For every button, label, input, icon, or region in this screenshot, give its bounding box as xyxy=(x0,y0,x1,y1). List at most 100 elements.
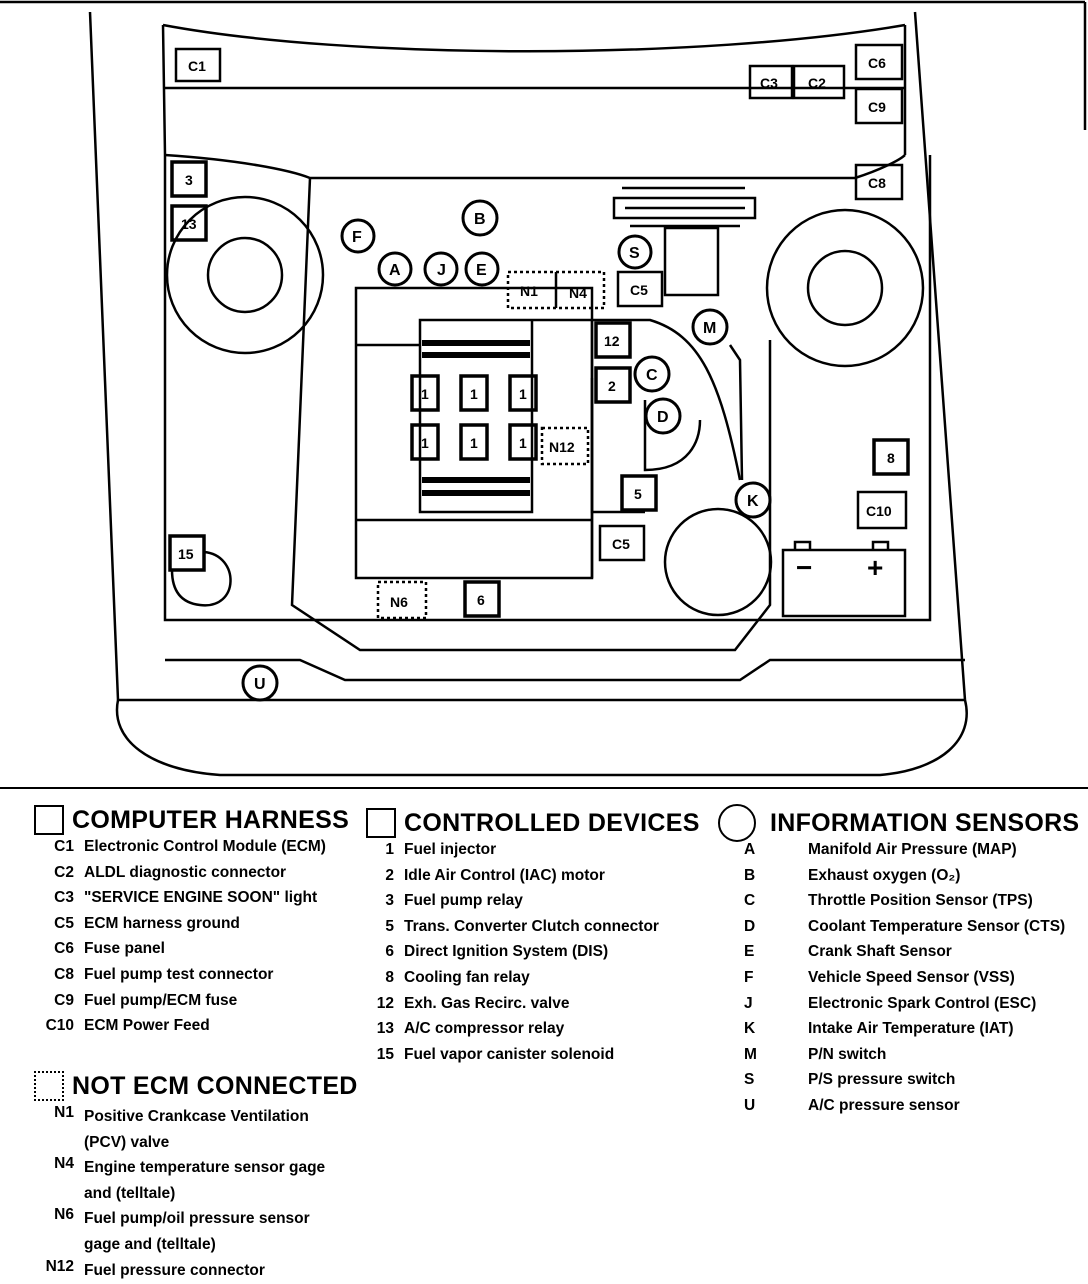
device-2-label: 2 xyxy=(608,378,616,394)
not-ecm-n12 xyxy=(540,426,590,466)
not-ecm-n4 xyxy=(554,270,606,310)
list-item: N1 Positive Crankcase Ventilation (PCV) v… xyxy=(34,1104,358,1155)
sensor-u xyxy=(241,664,279,702)
battery xyxy=(781,548,907,618)
device-1-injector xyxy=(459,374,489,412)
engine-cooling-fins xyxy=(422,340,530,496)
item-code: F xyxy=(744,968,754,986)
inner-left-wall xyxy=(161,24,907,156)
item-code: N1 xyxy=(54,1104,74,1121)
hood-line xyxy=(162,23,906,53)
air-filter-housing xyxy=(663,507,773,617)
connector-c8-label: C8 xyxy=(868,175,886,191)
device-1-injector xyxy=(508,374,538,412)
information-sensors-title: INFORMATION SENSORS xyxy=(770,808,1080,837)
sensor-k xyxy=(734,481,772,519)
item-label: Fuel pump/ECM fuse xyxy=(84,991,238,1009)
item-code: B xyxy=(744,866,756,884)
item-label: ALDL diagnostic connector xyxy=(84,863,287,881)
controlled-devices-title: CONTROLLED DEVICES xyxy=(404,808,700,837)
device-5-label: 5 xyxy=(634,486,642,502)
sensor-c xyxy=(633,355,671,393)
item-code: N12 xyxy=(45,1257,74,1275)
item-code: C6 xyxy=(54,940,74,958)
item-label: Crank Shaft Sensor xyxy=(808,943,952,961)
sensor-s xyxy=(617,234,653,270)
item-code: K xyxy=(744,1020,756,1038)
item-label: Fuse panel xyxy=(84,940,165,958)
left-shock-tower-outer xyxy=(165,195,325,355)
list-item: C1 Electronic Control Module (ECM) xyxy=(34,838,349,864)
item-label: Coolant Temperature Sensor (CTS) xyxy=(808,917,1066,935)
sensor-s-label: S xyxy=(629,245,640,262)
item-label: ECM harness ground xyxy=(84,914,240,932)
item-label: Idle Air Control (IAC) motor xyxy=(404,866,605,884)
sensor-b xyxy=(461,199,499,237)
item-label: Electronic Control Module (ECM) xyxy=(84,838,326,855)
sensor-e-label: E xyxy=(476,262,487,279)
engine-details xyxy=(356,318,594,578)
item-code: 13 xyxy=(376,1020,394,1038)
not-ecm-n6 xyxy=(376,580,428,620)
right-shock-tower-outer xyxy=(765,208,925,368)
connector-c10 xyxy=(856,490,908,530)
connector-c9 xyxy=(854,87,904,125)
item-label: Exh. Gas Recirc. valve xyxy=(404,994,570,1012)
list-item: C6 Fuse panel xyxy=(34,940,349,966)
sensor-d-label: D xyxy=(657,409,669,426)
lower-rail xyxy=(165,658,965,682)
item-label: P/N switch xyxy=(808,1045,887,1063)
device-6 xyxy=(463,580,501,618)
list-item: K Intake Air Temperature (IAT) xyxy=(744,1020,1079,1046)
device-13-label: 13 xyxy=(181,216,197,232)
item-code: C2 xyxy=(54,863,74,881)
item-label: Fuel injector xyxy=(404,841,497,858)
connector-c2-label: C2 xyxy=(808,75,826,91)
connector-c5-bottom xyxy=(598,524,646,562)
item-label: A/C compressor relay xyxy=(404,1020,565,1038)
list-item: C2 ALDL diagnostic connector xyxy=(34,864,349,890)
sensor-m xyxy=(691,308,729,346)
item-code: C8 xyxy=(54,965,74,983)
item-code: C10 xyxy=(45,1017,74,1035)
item-label: Positive Crankcase Ventilation (PCV) val… xyxy=(84,1108,309,1151)
device-1-injector xyxy=(410,374,440,412)
device-1-injector xyxy=(508,423,538,461)
engine-block xyxy=(354,286,594,580)
device-12 xyxy=(594,321,632,359)
item-label: Throttle Position Sensor (TPS) xyxy=(808,892,1033,910)
left-shock-tower-inner xyxy=(206,236,284,314)
connector-c1-label: C1 xyxy=(188,58,206,74)
item-code: C1 xyxy=(54,838,74,855)
item-code: 15 xyxy=(376,1045,394,1063)
battery-terminals xyxy=(793,540,890,550)
vehicle-outline xyxy=(0,0,1087,702)
device-1-injector-label: 1 xyxy=(519,435,527,451)
item-label: ECM Power Feed xyxy=(84,1017,210,1035)
list-item: 13 A/C compressor relay xyxy=(366,1020,700,1046)
device-2 xyxy=(594,366,632,404)
engine-bay-outline xyxy=(163,153,932,622)
item-code: U xyxy=(744,1096,756,1114)
connector-c3-label: C3 xyxy=(760,75,778,91)
item-label: Intake Air Temperature (IAT) xyxy=(808,1020,1014,1038)
device-12-label: 12 xyxy=(604,333,620,349)
item-label: Electronic Spark Control (ESC) xyxy=(808,994,1037,1012)
device-1-injector-label: 1 xyxy=(421,386,429,402)
front-bumper xyxy=(115,699,968,777)
